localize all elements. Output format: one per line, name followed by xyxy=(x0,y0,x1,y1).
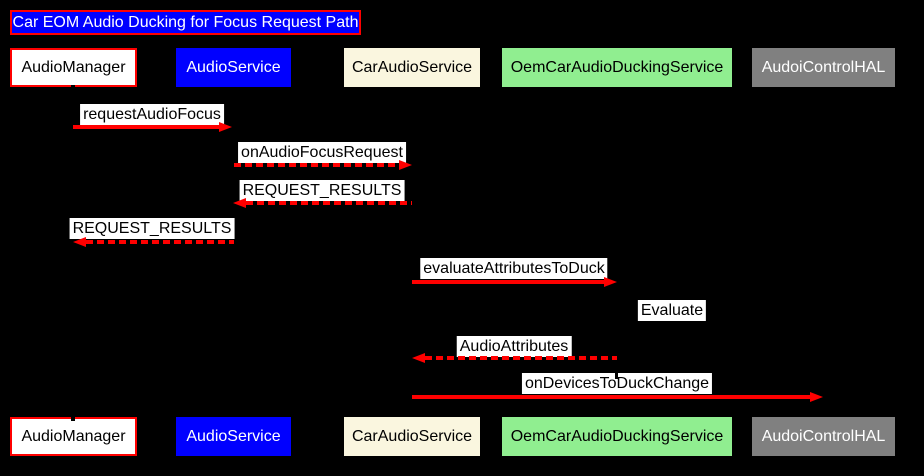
diagram-title: Car EOM Audio Ducking for Focus Request … xyxy=(10,10,361,35)
arrowhead-evaluate-attributes-to-duck xyxy=(604,277,617,287)
lifeline-tick-audio-manager-bottom xyxy=(71,415,75,421)
arrowhead-on-audio-focus-request xyxy=(399,160,412,170)
participant-audoi-control-hal-bottom: AudoiControlHAL xyxy=(752,417,895,456)
message-label-audio-attributes: AudioAttributes xyxy=(456,336,572,357)
message-label-evaluate-self: Evaluate xyxy=(637,300,707,321)
arrow-request-audio-focus xyxy=(73,125,219,129)
arrow-request-results-1 xyxy=(246,201,412,205)
arrowhead-request-results-2 xyxy=(73,237,86,247)
arrow-audio-attributes xyxy=(425,356,617,360)
arrowhead-request-results-1 xyxy=(233,198,246,208)
arrowhead-request-audio-focus xyxy=(219,122,232,132)
participant-audio-manager-bottom: AudioManager xyxy=(10,417,137,456)
participant-oem-car-audio-ducking-service-bottom: OemCarAudioDuckingService xyxy=(502,417,732,456)
arrow-on-devices-to-duck-change xyxy=(412,395,810,399)
message-label-evaluate-attributes-to-duck: evaluateAttributesToDuck xyxy=(420,258,608,279)
message-label-request-results-2: REQUEST_RESULTS xyxy=(69,218,235,239)
participant-audio-service-top: AudioService xyxy=(176,48,291,87)
message-label-request-results-1: REQUEST_RESULTS xyxy=(239,180,405,201)
message-label-on-devices-to-duck-change: onDevicesToDuckChange xyxy=(521,373,713,394)
participant-audoi-control-hal-top: AudoiControlHAL xyxy=(752,48,895,87)
participant-car-audio-service-bottom: CarAudioService xyxy=(344,417,480,456)
arrow-evaluate-attributes-to-duck xyxy=(412,280,604,284)
message-label-on-audio-focus-request: onAudioFocusRequest xyxy=(238,142,406,163)
participant-audio-service-bottom: AudioService xyxy=(176,417,291,456)
arrow-on-audio-focus-request xyxy=(234,163,399,167)
arrowhead-on-devices-to-duck-change xyxy=(810,392,823,402)
participant-car-audio-service-top: CarAudioService xyxy=(344,48,480,87)
arrow-request-results-2 xyxy=(86,240,234,244)
message-label-request-audio-focus: requestAudioFocus xyxy=(80,104,224,125)
lifeline-tick-audio-manager-top xyxy=(71,85,75,92)
lifeline-tick-oem-label xyxy=(615,373,618,379)
participant-oem-car-audio-ducking-service-top: OemCarAudioDuckingService xyxy=(502,48,732,87)
arrowhead-audio-attributes xyxy=(412,353,425,363)
participant-audio-manager-top: AudioManager xyxy=(10,48,137,87)
